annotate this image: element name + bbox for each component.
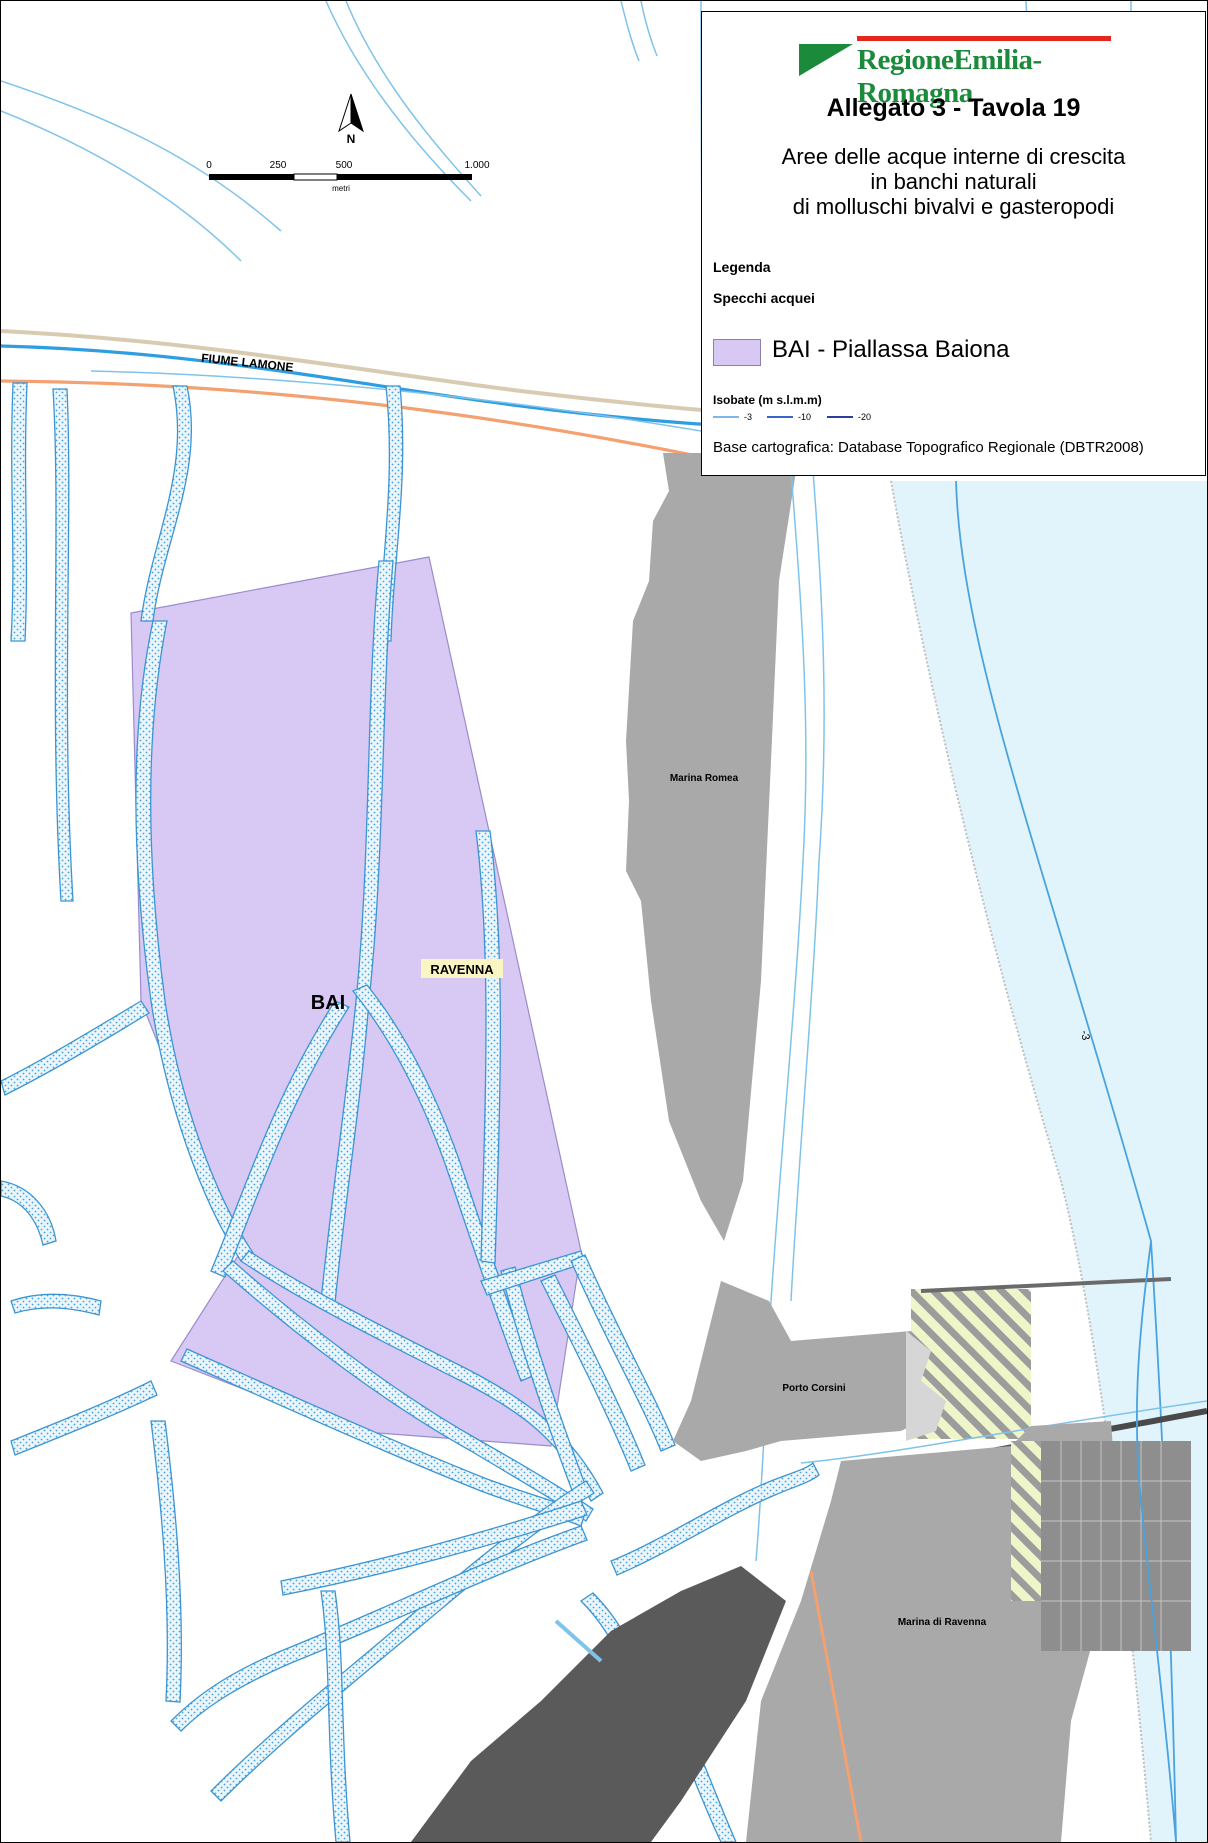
fiume-lamone-bank [1,329,782,418]
label-isobath: -3 [1078,1029,1092,1041]
legend-isobate-title: Isobate (m s.l.m.m) [713,393,822,407]
label-marina-di-ravenna: Marina di Ravenna [898,1617,987,1628]
channel-port [800,1400,1207,1464]
isobath-minus-3-south [1135,1240,1177,1842]
legend-title: Allegato 3 - Tavola 19 [826,94,1081,122]
legend-isobath-3-line [713,416,739,418]
legend-isobath-20-line [827,416,853,418]
legend-specchi-heading: Specchi acquei [713,290,815,306]
label-bai: BAI [311,992,345,1014]
scale-tick-500: 500 [336,160,353,171]
label-ravenna: RAVENNA [430,962,494,977]
legend-subtitle-line-3: di molluschi bivalvi e gasteropodi [792,194,1115,219]
road-marina [809,1570,863,1842]
legend-heading: Legenda [713,259,771,275]
legend-isobath-10-value: -10 [798,412,812,422]
scale-tick-0: 0 [206,160,212,171]
legend-isobath-20-value: -20 [858,412,872,422]
legend-isobath-3-value: -3 [744,412,753,422]
marina-di-ravenna-blocks [1041,1441,1191,1651]
legend-subtitle-line-2: in banchi naturali [870,169,1037,194]
legend-zone-swatch [713,339,761,366]
logo-text: RegioneEmilia-Romagna [857,44,1042,109]
breakwater-north [920,1277,1172,1293]
piallassa-channels [1,382,820,1842]
legend-isobath-20: -20 [827,412,871,422]
regione-logo: RegioneEmilia-Romagna [799,30,1111,109]
legend-isobath-10: -10 [767,412,811,422]
scale-bar: 0 250 500 1.000 metri [206,160,490,193]
marina-di-ravenna-grid [1041,1441,1191,1651]
label-porto-corsini: Porto Corsini [782,1383,846,1394]
port-pier [554,1619,603,1663]
label-ravenna-bg [421,959,503,978]
legend-zone-label: BAI - Piallassa Baiona [772,336,1010,363]
legend-subtitle-line-1: Aree delle acque interne di crescita [781,144,1126,169]
scale-tick-1000: 1.000 [464,160,489,171]
legend-subtitle: Aree delle acque interne di crescita in … [702,144,1205,219]
scale-tick-250: 250 [270,160,287,171]
legend-isobath-3: -3 [713,412,752,422]
logo-triangle-icon [799,44,853,76]
legend-panel: RegioneEmilia-Romagna Allegato 3 - Tavol… [701,11,1206,476]
marina-romea-area [626,453,796,1241]
scale-unit: metri [332,184,350,193]
porto-corsini-detail [906,1331,946,1441]
port-basin [411,1566,786,1842]
legend-base-source: Base cartografica: Database Topografico … [713,439,1144,456]
label-marina-romea: Marina Romea [670,773,739,784]
porto-corsini-area [673,1281,926,1461]
coastline [890,480,1152,1842]
logo-red-bar [857,36,1111,41]
north-arrow: N [338,93,364,146]
fiume-lamone [1,344,782,431]
river-channel-north [90,370,702,432]
legend-isobath-10-line [767,416,793,418]
coastal-road [1,379,792,478]
north-label: N [347,132,356,146]
